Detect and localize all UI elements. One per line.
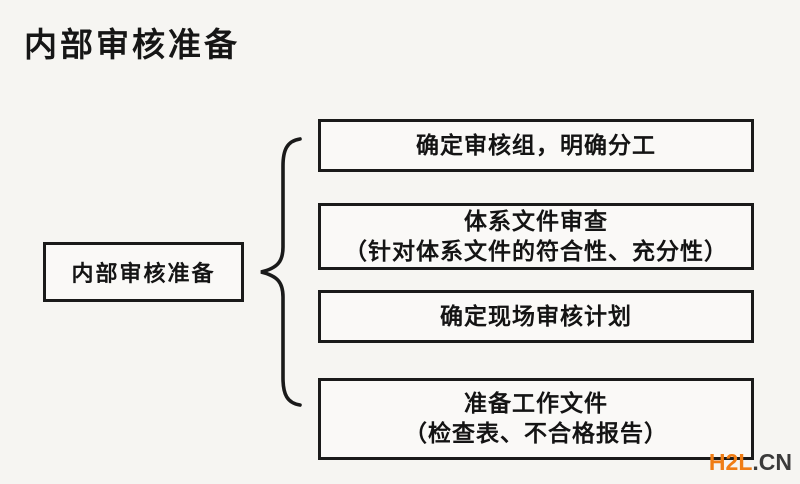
site-watermark-suffix: .CN xyxy=(752,449,792,475)
step-node-system-document-review: 体系文件审查 （针对体系文件的符合性、充分性） xyxy=(318,203,754,270)
step-node-line: 确定现场审核计划 xyxy=(440,303,632,329)
step-node-determine-audit-team: 确定审核组，明确分工 xyxy=(318,119,754,172)
step-node-line: 体系文件审查 xyxy=(464,208,608,234)
step-node-subline: （针对体系文件的符合性、充分性） xyxy=(344,238,728,264)
site-watermark-prefix: H2L xyxy=(708,449,753,475)
step-node-line: 确定审核组，明确分工 xyxy=(416,132,656,158)
site-watermark: H2L.CN xyxy=(709,449,792,476)
root-node-internal-audit-preparation: 内部审核准备 xyxy=(43,242,244,302)
step-node-subline: （检查表、不合格报告） xyxy=(404,421,668,446)
curly-brace-icon xyxy=(260,137,302,407)
step-node-prepare-working-documents: 准备工作文件 （检查表、不合格报告） xyxy=(318,378,754,460)
root-node-label: 内部审核准备 xyxy=(71,261,216,286)
step-node-onsite-audit-plan: 确定现场审核计划 xyxy=(318,290,754,343)
page-title: 内部审核准备 xyxy=(24,28,240,64)
step-node-line: 准备工作文件 xyxy=(464,391,608,416)
